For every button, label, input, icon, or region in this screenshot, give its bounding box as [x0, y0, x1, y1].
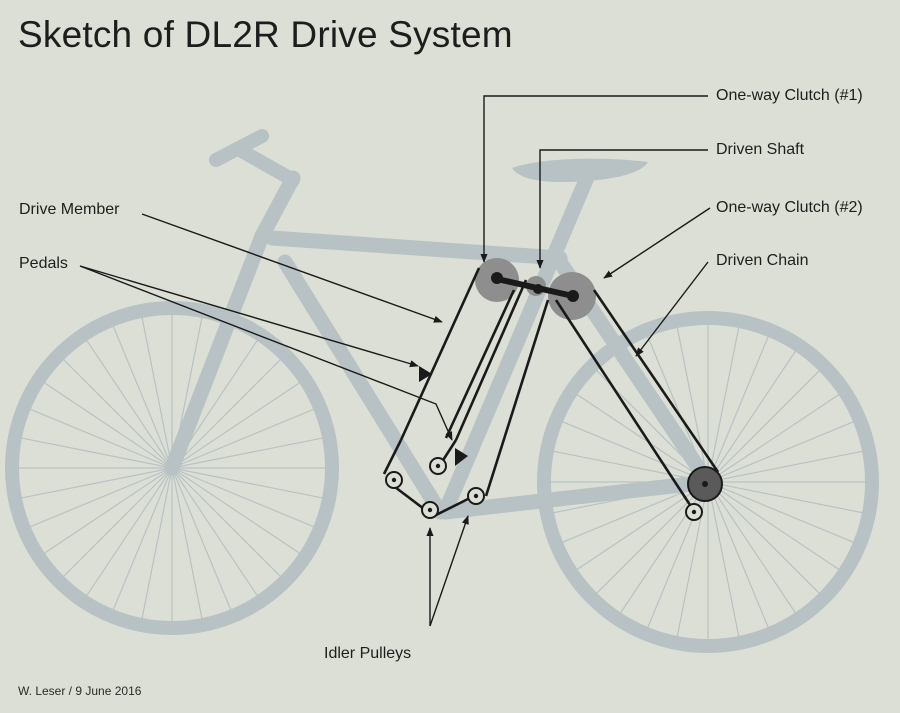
drive-system	[382, 258, 723, 521]
handlebar	[209, 129, 300, 187]
wheel-spoke	[707, 350, 797, 483]
wheel-spoke	[707, 450, 864, 483]
wheel-spoke	[707, 481, 840, 571]
label-pedals: Pedals	[19, 255, 68, 272]
bike-frame	[164, 170, 716, 520]
wheel-spoke	[62, 358, 173, 469]
idler-pulleys	[385, 457, 703, 521]
wheel-spoke	[707, 326, 740, 483]
wheel-spoke	[112, 325, 173, 469]
wheel-spoke	[20, 437, 173, 469]
wheel-spoke	[141, 467, 173, 620]
wheel-spoke	[171, 381, 301, 469]
wheel-spoke	[171, 467, 203, 620]
wheel-spoke	[707, 481, 770, 629]
wheel-spoke	[707, 481, 821, 595]
wheel-spoke	[707, 481, 797, 614]
label-one-way-clutch-2: One-way Clutch (#2)	[716, 199, 863, 216]
front-wheel	[5, 301, 339, 635]
leader-lines	[79, 95, 711, 627]
wheel-spoke	[141, 316, 173, 469]
bicycle-silhouette	[5, 129, 879, 653]
wheel-spoke	[707, 335, 770, 483]
wheel-spoke	[29, 408, 173, 469]
diagram-title: Sketch of DL2R Drive System	[18, 14, 513, 55]
wheel-spoke	[676, 326, 709, 483]
label-driven-chain: Driven Chain	[716, 252, 809, 269]
wheel-spoke	[707, 420, 855, 483]
wheel-spoke	[171, 467, 232, 611]
wheel-spoke	[676, 481, 709, 638]
pedal-right	[455, 448, 468, 466]
label-driven-shaft: Driven Shaft	[716, 141, 805, 158]
wheel-spoke	[171, 467, 324, 499]
saddle	[512, 158, 648, 182]
wheel-spoke	[707, 369, 821, 483]
label-drive-member: Drive Member	[19, 201, 120, 218]
wheel-spoke	[595, 481, 709, 595]
wheel-spoke	[707, 481, 740, 638]
wheel-spoke	[561, 420, 709, 483]
wheel-spoke	[171, 408, 315, 469]
wheel-spoke	[85, 467, 173, 597]
wheel-spoke	[20, 467, 173, 499]
pedal-left	[419, 366, 432, 382]
wheel-spoke	[171, 467, 259, 597]
wheel-spoke	[112, 467, 173, 611]
clutch-1-hub	[491, 272, 503, 284]
wheel-spoke	[43, 467, 173, 555]
wheel-spoke	[576, 393, 709, 483]
wheel-spoke	[707, 481, 855, 544]
wheel-spoke	[171, 358, 282, 469]
author-credit: W. Leser / 9 June 2016	[18, 684, 142, 698]
wheel-spoke	[707, 481, 864, 514]
label-idler-pulleys: Idler Pulleys	[324, 645, 412, 662]
wheel-spoke	[171, 467, 282, 578]
wheel-spoke	[171, 467, 315, 528]
wheel-spoke	[62, 467, 173, 578]
wheel-spoke	[171, 467, 301, 555]
wheel-spoke	[43, 381, 173, 469]
wheel-spoke	[29, 467, 173, 528]
wheel-spoke	[85, 339, 173, 469]
label-one-way-clutch-1: One-way Clutch (#1)	[716, 87, 863, 104]
clutch-2-hub	[567, 290, 579, 302]
wheel-spoke	[707, 393, 840, 483]
driven-shaft-hub	[533, 284, 543, 294]
wheel-spoke	[171, 437, 324, 469]
wheel-spoke	[552, 450, 709, 483]
